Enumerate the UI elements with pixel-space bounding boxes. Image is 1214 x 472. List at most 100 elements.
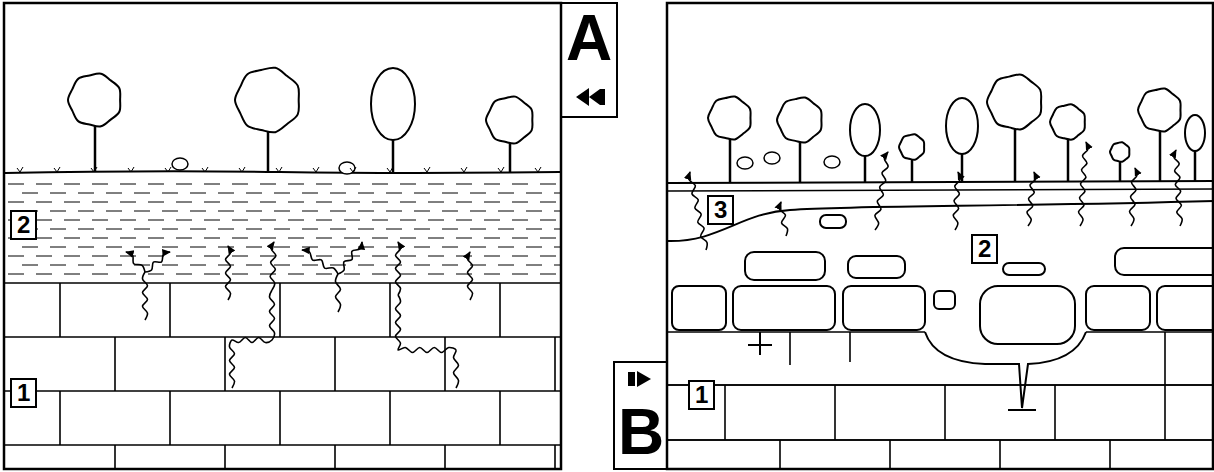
forward-icon: [637, 371, 651, 387]
clay-dash: [442, 229, 458, 230]
clay-dash: [554, 247, 560, 248]
clay-dash: [176, 256, 192, 257]
joint-line: [334, 337, 336, 391]
clay-dash: [78, 247, 94, 248]
joint-line: [1164, 385, 1166, 440]
clay-dash: [8, 184, 24, 185]
clay-dash: [148, 220, 164, 221]
clay-dash: [400, 256, 416, 257]
grass-tuft: [276, 167, 282, 172]
joint-line: [554, 337, 556, 391]
water-arrow: [1130, 168, 1138, 226]
clay-dash: [246, 247, 262, 248]
forward-icon: [628, 372, 635, 386]
joint-line: [169, 283, 171, 337]
joint-line: [834, 385, 836, 440]
joint-line: [59, 283, 61, 337]
water-arrow: [145, 252, 170, 272]
clay-dash: [428, 238, 444, 239]
clay-dash: [470, 211, 486, 212]
clay-dash: [288, 256, 304, 257]
tree-crown: [987, 74, 1041, 129]
rewind-icon: [576, 88, 600, 106]
joint-line: [279, 283, 281, 337]
clay-dash: [526, 265, 542, 266]
clay-dash: [302, 229, 318, 230]
clay-dash: [372, 274, 388, 275]
clay-dash: [540, 274, 556, 275]
tree-crown: [1050, 104, 1085, 139]
clay-dash: [260, 256, 276, 257]
clay-dash: [442, 247, 458, 248]
clay-dash: [358, 193, 374, 194]
clay-dash: [120, 202, 136, 203]
clay-dash: [330, 229, 346, 230]
clay-dash: [218, 247, 234, 248]
joint-line: [1164, 332, 1166, 385]
bedding-line: [1086, 331, 1214, 333]
bedding-line: [668, 439, 1214, 441]
clay-dash: [330, 211, 346, 212]
joint-line: [999, 440, 1001, 468]
clay-dash: [204, 256, 220, 257]
water-arrow: [226, 246, 231, 300]
clay-dash: [218, 193, 234, 194]
clay-dash: [498, 211, 514, 212]
limestone-block: [733, 286, 835, 330]
clay-dash: [274, 193, 290, 194]
letter-frame: [561, 3, 617, 117]
callout-number: 1: [10, 378, 37, 408]
clay-dash: [162, 247, 178, 248]
panel-b: [668, 74, 1214, 468]
clay-dash: [92, 256, 108, 257]
clay-dash: [316, 220, 332, 221]
panel-frame: [667, 3, 1213, 469]
water-arrow: [338, 242, 362, 274]
clay-dash: [526, 229, 542, 230]
joint-line: [389, 391, 391, 445]
clay-dash: [246, 265, 262, 266]
clay-dash: [540, 238, 556, 239]
crack-line: [335, 274, 340, 312]
clay-dash: [512, 184, 528, 185]
bedding-line: [5, 282, 560, 284]
clay-dash: [162, 193, 178, 194]
clay-dash: [120, 220, 136, 221]
clay-dash: [372, 220, 388, 221]
joint-line: [444, 337, 446, 391]
clay-dash: [372, 184, 388, 185]
clay-dash: [484, 184, 500, 185]
grass-tuft: [350, 167, 356, 172]
clay-dash: [50, 229, 66, 230]
bush: [824, 156, 840, 168]
clay-dash: [22, 193, 38, 194]
clay-dash: [484, 202, 500, 203]
clay-dash: [204, 184, 220, 185]
joint-line: [554, 445, 556, 468]
panel-letter: A: [566, 6, 612, 70]
clay-dash: [526, 247, 542, 248]
clay-dash: [442, 211, 458, 212]
bush: [764, 152, 780, 164]
clay-dash: [106, 211, 122, 212]
clay-dash: [498, 265, 514, 266]
clay-dash: [400, 184, 416, 185]
residual-block: [1003, 263, 1045, 275]
water-arrow: [302, 250, 338, 274]
grass-tuft: [54, 167, 60, 172]
tree-crown: [899, 134, 924, 160]
bedding-line: [5, 390, 560, 392]
clay-dash: [78, 265, 94, 266]
clay-dash: [134, 211, 150, 212]
clay-dash: [78, 193, 94, 194]
clay-dash: [92, 238, 108, 239]
clay-dash: [64, 274, 80, 275]
clay-dash: [162, 211, 178, 212]
clay-dash: [64, 202, 80, 203]
clay-dash: [92, 274, 108, 275]
joint-line: [169, 391, 171, 445]
clay-dash: [316, 202, 332, 203]
clay-dash: [260, 220, 276, 221]
clay-dash: [358, 211, 374, 212]
